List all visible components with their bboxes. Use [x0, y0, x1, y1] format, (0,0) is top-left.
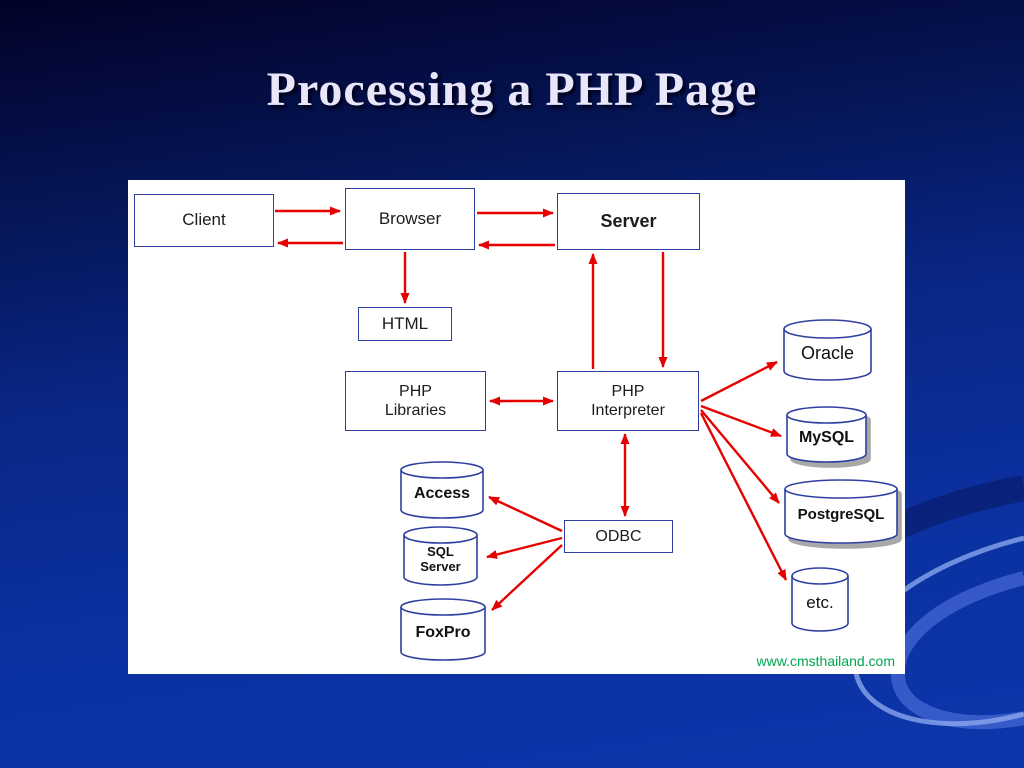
slide-title: Processing a PHP Page	[266, 63, 758, 116]
db-sql-server: SQL Server	[403, 526, 478, 586]
db-foxpro: FoxPro	[400, 598, 486, 661]
node-server-label: Server	[600, 210, 657, 231]
db-oracle-label: Oracle	[800, 342, 854, 363]
cylinder-icon	[400, 598, 486, 661]
node-php-libraries: PHP Libraries	[345, 371, 486, 431]
arrow-interpreter-to-etc	[699, 412, 788, 581]
diagram-panel: Client Browser Server HTML PHP Libraries…	[128, 180, 905, 674]
db-etc: etc.	[791, 567, 849, 632]
db-etc-label: etc.	[806, 592, 834, 612]
node-client-label: Client	[182, 210, 226, 230]
db-sql-server-label: SQL Server	[420, 544, 461, 574]
db-mysql-label: MySQL	[798, 429, 855, 447]
node-odbc-label: ODBC	[595, 527, 642, 545]
arrow-interpreter-to-mysql	[700, 404, 782, 438]
node-server: Server	[557, 193, 700, 250]
cylinder-icon	[784, 479, 898, 544]
node-php-libraries-label: PHP Libraries	[384, 382, 447, 419]
node-html: HTML	[358, 307, 452, 341]
node-client: Client	[134, 194, 274, 247]
db-access-label: Access	[413, 484, 471, 502]
node-browser-label: Browser	[378, 208, 442, 228]
arrow-interpreter-to-oracle	[700, 360, 778, 403]
cylinder-icon	[400, 461, 484, 519]
cylinder-icon	[403, 526, 478, 586]
arrow-odbc-to-access	[488, 495, 563, 533]
node-browser: Browser	[345, 188, 475, 250]
arrow-odbc-to-foxpro	[491, 544, 563, 611]
cylinder-icon	[786, 406, 867, 463]
credit-url: www.cmsthailand.com	[756, 653, 896, 669]
db-postgresql: PostgreSQL	[784, 479, 898, 544]
arrow-layer	[275, 206, 788, 611]
node-odbc: ODBC	[564, 520, 673, 553]
node-html-label: HTML	[381, 313, 429, 333]
node-php-interpreter: PHP Interpreter	[557, 371, 699, 431]
db-oracle: Oracle	[783, 319, 872, 381]
db-postgresql-label: PostgreSQL	[797, 505, 885, 523]
arrow-odbc-to-sqlserver	[486, 536, 563, 559]
node-php-interpreter-label: PHP Interpreter	[591, 382, 665, 419]
db-foxpro-label: FoxPro	[415, 624, 471, 642]
arrow-interpreter-to-postgresql	[700, 409, 780, 504]
cylinder-icon	[791, 567, 849, 632]
swoosh-mid-curve	[890, 571, 1024, 730]
db-mysql: MySQL	[786, 406, 867, 463]
db-access: Access	[400, 461, 484, 519]
cylinder-icon	[783, 319, 872, 381]
